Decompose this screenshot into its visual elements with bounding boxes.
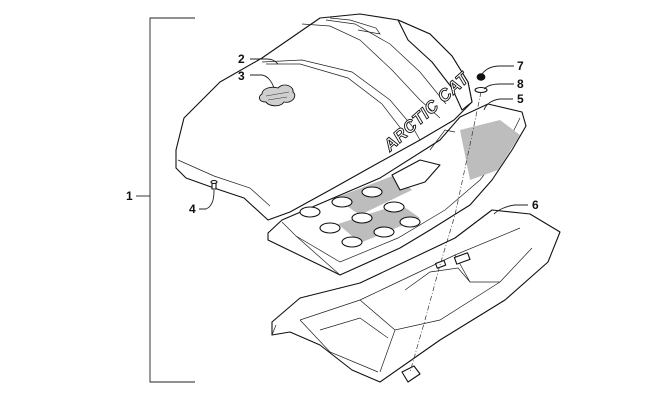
screw-part — [476, 73, 486, 81]
callout-2: 2 — [238, 52, 245, 66]
callout-3: 3 — [238, 69, 245, 83]
callout-5: 5 — [517, 92, 524, 106]
fastener-center-line — [409, 91, 482, 373]
callout-8: 8 — [517, 77, 524, 91]
seat-base-part — [267, 103, 527, 276]
assembly-bracket — [136, 17, 195, 383]
callout-1: 1 — [126, 189, 133, 203]
callout-7: 7 — [517, 59, 524, 73]
callout-4: 4 — [189, 202, 196, 216]
callout-6: 6 — [532, 198, 539, 212]
seat-cushion-part: ARCTIC CAT — [175, 13, 474, 221]
emblem-decal-part — [258, 84, 296, 107]
callout-labels: 1 2 3 4 5 6 7 8 — [126, 52, 539, 216]
seat-base-holes — [299, 186, 421, 248]
rivet-part — [210, 179, 218, 190]
base-tray-part — [271, 209, 561, 383]
callout-leaders — [199, 58, 528, 215]
